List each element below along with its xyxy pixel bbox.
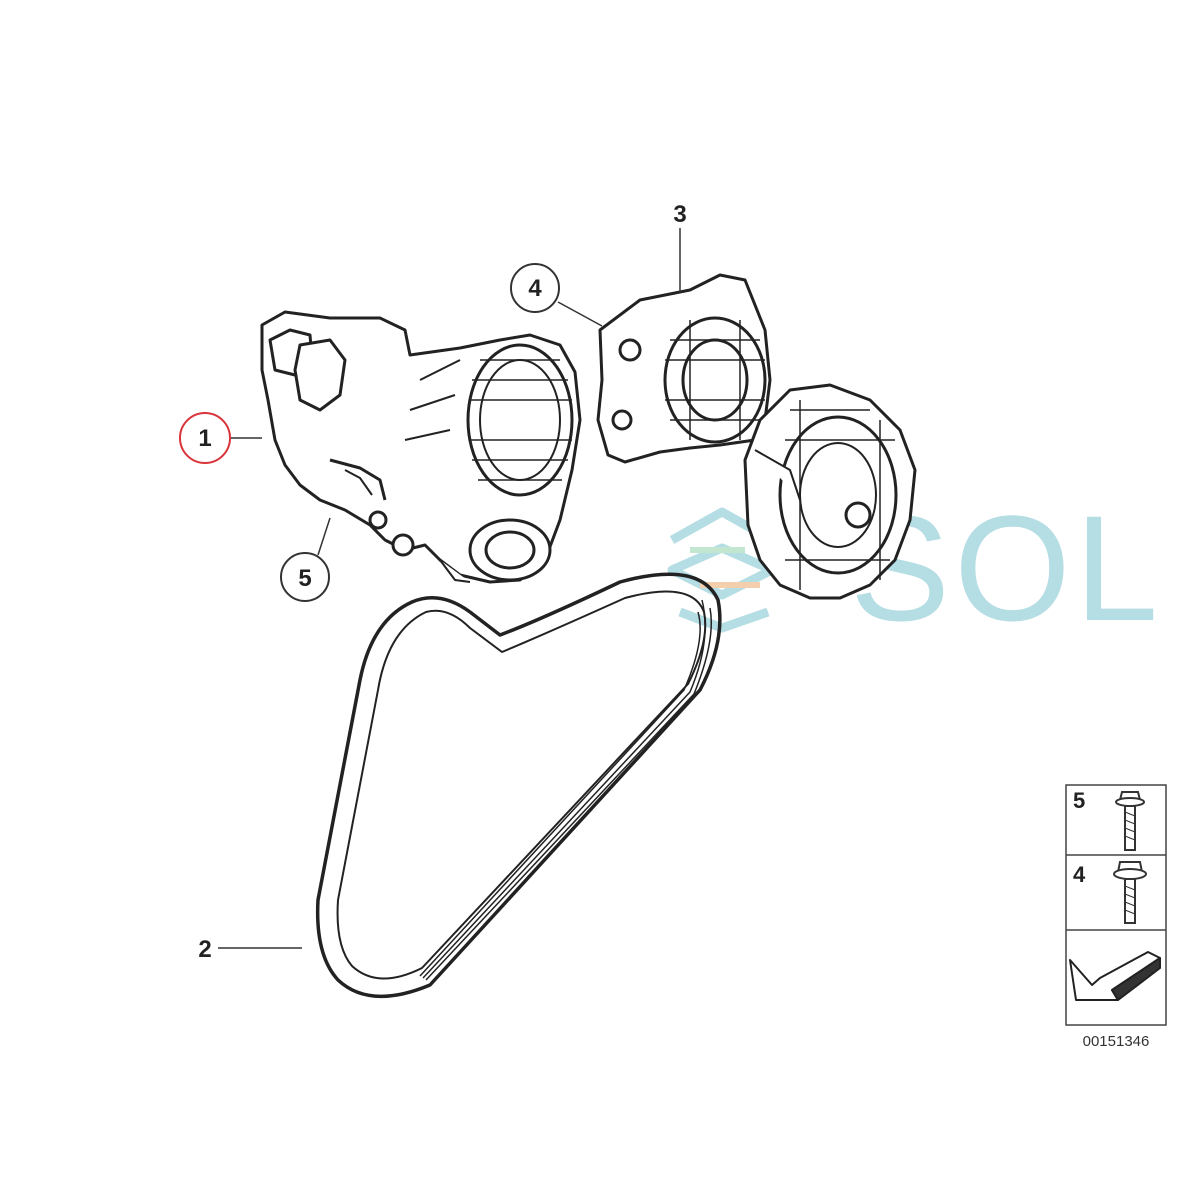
callout-4-circle [510, 263, 560, 313]
ribbed-belt-part [315, 572, 722, 999]
callout-3-number: 3 [673, 201, 686, 228]
callout-1-circle [179, 412, 231, 464]
direction-arrow-icon [1069, 951, 1161, 1001]
fastener-legend: 5 4 00151346 [1065, 784, 1167, 1050]
callout-4-number: 4 [528, 275, 542, 302]
diagram-id-label: 00151346 [1083, 1033, 1150, 1050]
callout-5: 5 [280, 552, 330, 602]
callout-2-number: 2 [198, 936, 211, 963]
callout-5-number: 5 [298, 565, 311, 592]
belt-tensioner-part [260, 310, 582, 584]
callout-2: 2 [198, 936, 211, 963]
callout-1-number: 1 [198, 425, 211, 452]
callout-5-circle [280, 552, 330, 602]
sol-watermark: SOL [667, 484, 1158, 652]
bracket-assembly-part [596, 273, 917, 600]
callout-leaders [218, 228, 681, 949]
callout-1: 1 [179, 412, 231, 464]
callout-4: 4 [510, 263, 560, 313]
callout-3: 3 [673, 201, 686, 228]
legend-row-4-number: 4 [1073, 862, 1086, 887]
legend-row-5-number: 5 [1073, 788, 1085, 813]
flange-bolt-long-icon [1115, 791, 1145, 851]
flange-bolt-short-icon [1113, 861, 1147, 924]
